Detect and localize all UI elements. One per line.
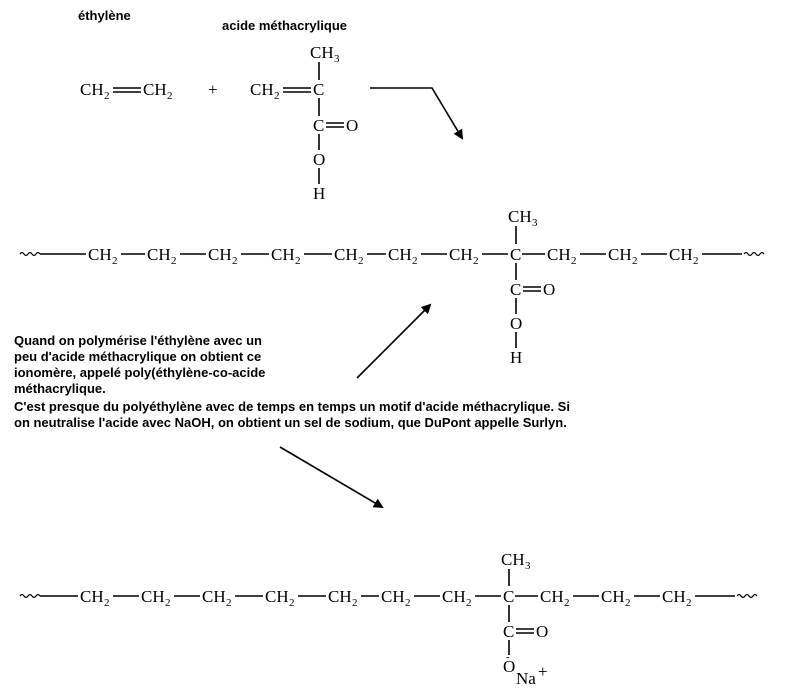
svg-text:2: 2 — [171, 255, 177, 267]
carbon-atom: C — [313, 116, 324, 135]
svg-text:CH: CH — [540, 587, 564, 606]
chain-continuation — [743, 251, 765, 257]
ch2-group: CH — [250, 80, 274, 99]
svg-text:CH: CH — [601, 587, 625, 606]
svg-text:CH: CH — [328, 587, 352, 606]
svg-text:CH: CH — [88, 245, 112, 264]
svg-text:2: 2 — [274, 90, 280, 102]
svg-text:CH: CH — [388, 245, 412, 264]
svg-text:2: 2 — [466, 597, 472, 609]
carbon-atom: C — [313, 80, 324, 99]
svg-text:2: 2 — [104, 90, 110, 102]
svg-text:2: 2 — [165, 597, 171, 609]
description-paragraph-1: Quand on polymérise l'éthylène avec un p… — [14, 333, 266, 396]
oxygen-atom: O — [313, 150, 325, 169]
ethylene-monomer: CH 2 CH 2 — [80, 80, 173, 102]
carbon-atom: C — [510, 245, 521, 264]
svg-text:2: 2 — [104, 597, 110, 609]
svg-text:CH: CH — [442, 587, 466, 606]
sodium-ion: Na — [516, 669, 536, 688]
svg-text:CH: CH — [141, 587, 165, 606]
svg-text:CH: CH — [80, 587, 104, 606]
reaction-arrow — [279, 446, 384, 509]
ch3-group: CH — [508, 207, 532, 226]
svg-text:CH: CH — [208, 245, 232, 264]
svg-text:2: 2 — [289, 597, 295, 609]
oxygen-atom: O — [543, 280, 555, 299]
hydrogen-atom: H — [510, 348, 522, 367]
svg-text:CH: CH — [265, 587, 289, 606]
methacrylic-acid-monomer: CH 3 CH 2 C C O O H — [250, 43, 358, 203]
svg-text:2: 2 — [571, 255, 577, 267]
carbon-atom: C — [503, 587, 514, 606]
svg-text:CH: CH — [669, 245, 693, 264]
oxygen-atom: O — [510, 314, 522, 333]
svg-text:CH: CH — [608, 245, 632, 264]
svg-text:3: 3 — [525, 560, 531, 572]
oxygen-atom: O — [346, 116, 358, 135]
oxygen-atom: O — [503, 657, 515, 676]
svg-text:2: 2 — [405, 597, 411, 609]
svg-text:2: 2 — [412, 255, 418, 267]
ch2-group: CH — [80, 80, 104, 99]
chain-continuation — [19, 593, 41, 599]
svg-text:3: 3 — [334, 53, 340, 65]
svg-text:3: 3 — [532, 217, 538, 229]
svg-text:CH: CH — [381, 587, 405, 606]
svg-text:CH: CH — [334, 245, 358, 264]
chain-continuation — [736, 593, 758, 599]
svg-text:2: 2 — [112, 255, 118, 267]
svg-text:2: 2 — [632, 255, 638, 267]
svg-text:2: 2 — [625, 597, 631, 609]
ch2-group: CH — [143, 80, 167, 99]
carbon-atom: C — [503, 622, 514, 641]
ethylene-label: éthylène — [78, 8, 131, 23]
reaction-arrow — [370, 87, 464, 140]
svg-text:CH: CH — [662, 587, 686, 606]
svg-text:2: 2 — [352, 597, 358, 609]
svg-text:2: 2 — [232, 255, 238, 267]
svg-text:2: 2 — [473, 255, 479, 267]
plus-sign: + — [208, 80, 218, 99]
svg-text:CH: CH — [147, 245, 171, 264]
svg-text:2: 2 — [564, 597, 570, 609]
ch3-group: CH — [310, 43, 334, 62]
methacrylic-acid-label: acide méthacrylique — [222, 18, 347, 33]
positive-charge: + — [538, 662, 548, 681]
svg-text:CH: CH — [271, 245, 295, 264]
svg-text:2: 2 — [226, 597, 232, 609]
svg-text:2: 2 — [295, 255, 301, 267]
reaction-arrow — [356, 303, 432, 379]
ch3-group: CH — [501, 550, 525, 569]
svg-text:CH: CH — [449, 245, 473, 264]
svg-text:2: 2 — [686, 597, 692, 609]
svg-text:2: 2 — [167, 90, 173, 102]
svg-text:CH: CH — [202, 587, 226, 606]
svg-text:CH: CH — [547, 245, 571, 264]
description-paragraph-2: C'est presque du polyéthylène avec de te… — [14, 399, 570, 430]
svg-text:2: 2 — [358, 255, 364, 267]
chain-continuation — [19, 251, 41, 257]
hydrogen-atom: H — [313, 184, 325, 203]
carbon-atom: C — [510, 280, 521, 299]
svg-text:2: 2 — [693, 255, 699, 267]
negative-charge: - — [506, 651, 510, 663]
oxygen-atom: O — [536, 622, 548, 641]
